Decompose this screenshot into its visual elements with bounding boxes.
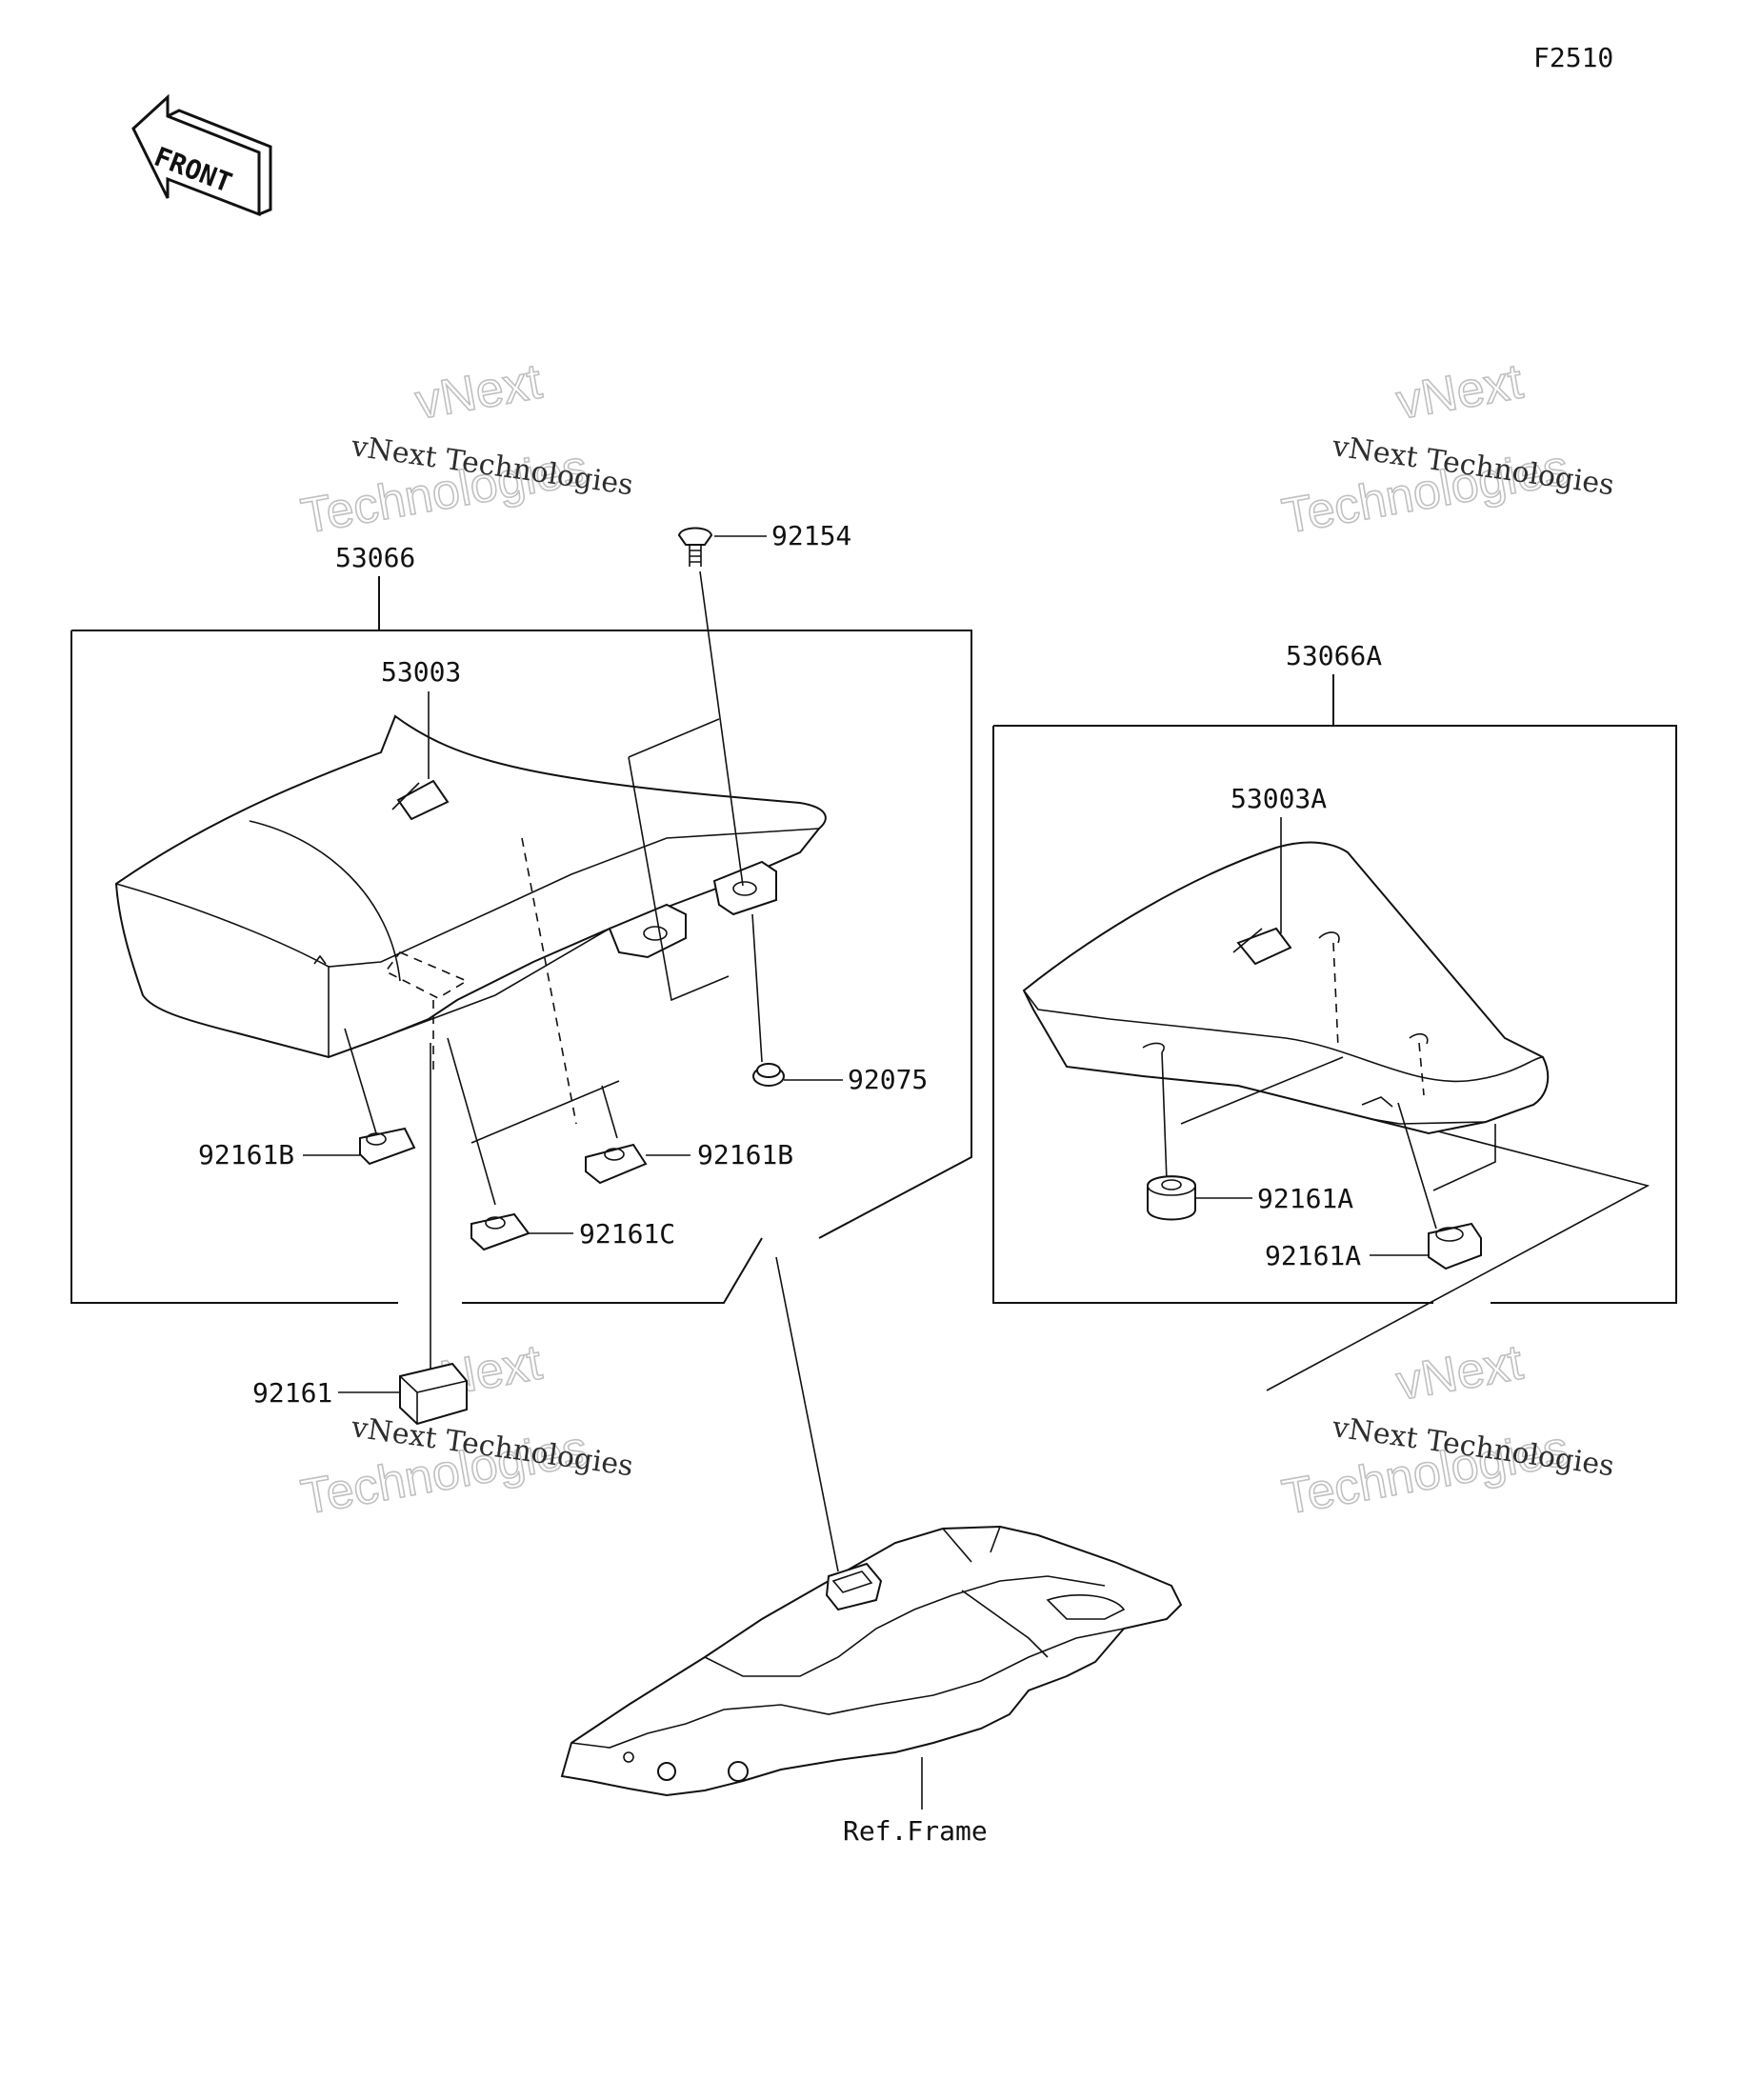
- rear-seat-assembly: 53066A 53003A: [992, 640, 1677, 1391]
- watermark-vnext: vNext: [1392, 1335, 1528, 1411]
- frame: Ref.Frame: [560, 1256, 1183, 1847]
- damper-92161a-lower-label: 92161A: [1265, 1240, 1361, 1271]
- bolt-92154: 92154: [677, 520, 851, 887]
- front-seat-assy-label: 53066: [335, 542, 415, 573]
- damper-92161: 92161: [252, 1043, 468, 1426]
- front-arrow-icon: FRONT: [131, 93, 272, 217]
- damper-92161a-upper-label: 92161A: [1257, 1183, 1353, 1214]
- damper-92161c-label: 92161C: [579, 1218, 675, 1250]
- front-seat-cover-label: 53003: [381, 656, 461, 688]
- rear-seat: [1022, 841, 1550, 1135]
- grommet-label: 92075: [848, 1064, 928, 1095]
- watermark-top-left: vNext Technologies vNext Technologies: [296, 353, 635, 546]
- damper-92161a-lower: 92161A: [1265, 1102, 1482, 1271]
- bolt-label: 92154: [771, 520, 851, 551]
- watermark-vnext: vNext: [411, 354, 547, 430]
- damper-92161b-left: 92161B: [198, 1028, 416, 1170]
- front-seat-assembly: 53066 53003: [70, 542, 972, 1304]
- damper-92161b-right-label: 92161B: [697, 1139, 793, 1170]
- rear-seat-assy-label: 53066A: [1286, 640, 1382, 671]
- ref-frame-label: Ref.Frame: [843, 1815, 988, 1847]
- watermark-vnext: vNext: [1392, 354, 1528, 430]
- watermark-bottom-left: vNext Technologies vNext Technologies: [296, 1334, 635, 1527]
- rear-seat-cover-label: 53003A: [1231, 783, 1327, 814]
- damper-92161-label: 92161: [252, 1377, 332, 1409]
- watermark-top-right: vNext Technologies vNext Technologies: [1277, 353, 1616, 546]
- figure-code: F2510: [1533, 42, 1613, 73]
- damper-92161a-upper: 92161A: [1147, 1051, 1353, 1221]
- damper-92161b-left-label: 92161B: [198, 1139, 294, 1170]
- damper-92161b-right: 92161B: [585, 1085, 793, 1185]
- front-seat: [114, 714, 827, 1059]
- damper-92161c: 92161C: [447, 1037, 675, 1251]
- watermark-bottom-right: vNext Technologies vNext Technologies: [1277, 1334, 1616, 1527]
- grommet-92075: 92075: [751, 913, 928, 1095]
